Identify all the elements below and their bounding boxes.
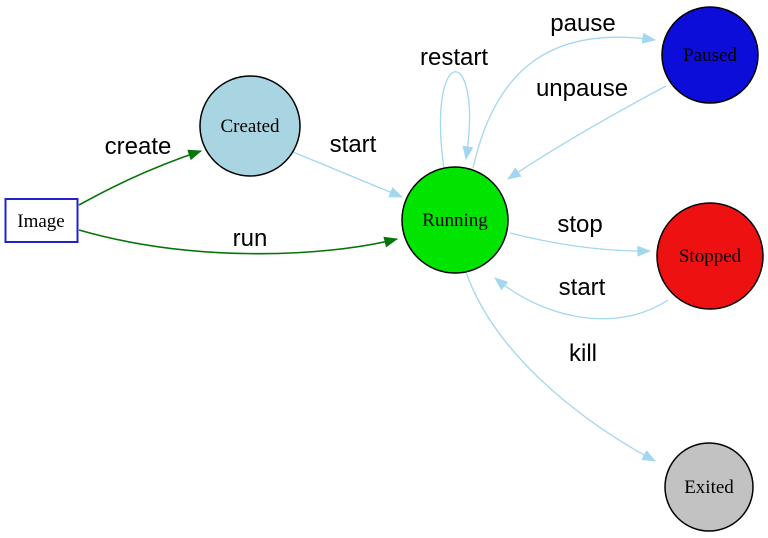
stopped-node-label: Stopped (679, 246, 742, 267)
image-node-label: Image (17, 211, 64, 232)
edge-start-created-running (292, 151, 404, 198)
edge-label-kill: kill (569, 340, 597, 367)
edge-stop (509, 232, 652, 257)
edge-label-restart: restart (420, 44, 488, 71)
edge-run (78, 229, 399, 255)
paused-node-circle (661, 6, 759, 104)
stopped-node-circle (656, 202, 764, 310)
edge-label-create: create (105, 133, 172, 160)
running-node-label: Running (422, 210, 488, 231)
created-node-circle (199, 75, 301, 177)
edge-label-run: run (233, 225, 268, 252)
edge-unpause (507, 85, 667, 180)
paused-node-label: Paused (683, 45, 737, 66)
edge-label-start-top: start (330, 131, 377, 158)
edge-start-stopped-running (494, 277, 669, 320)
node-created: Created (199, 75, 301, 177)
node-image: Image (4, 198, 79, 243)
node-paused: Paused (661, 6, 759, 104)
exited-node-circle (664, 442, 754, 532)
edge-create (78, 149, 203, 206)
node-exited: Exited (664, 442, 754, 532)
edge-label-pause: pause (550, 10, 615, 37)
edge-label-stop: stop (557, 211, 602, 238)
edge-label-unpause: unpause (536, 75, 628, 102)
running-node-circle (401, 166, 509, 274)
image-node-box (4, 198, 79, 243)
exited-node-label: Exited (684, 477, 734, 498)
created-node-label: Created (220, 116, 280, 137)
node-running: Running (401, 166, 509, 274)
node-stopped: Stopped (656, 202, 764, 310)
edge-kill (465, 271, 656, 462)
edge-restart-self-loop (439, 71, 474, 170)
edge-pause (472, 32, 657, 169)
edge-label-start-bottom: start (559, 274, 606, 301)
